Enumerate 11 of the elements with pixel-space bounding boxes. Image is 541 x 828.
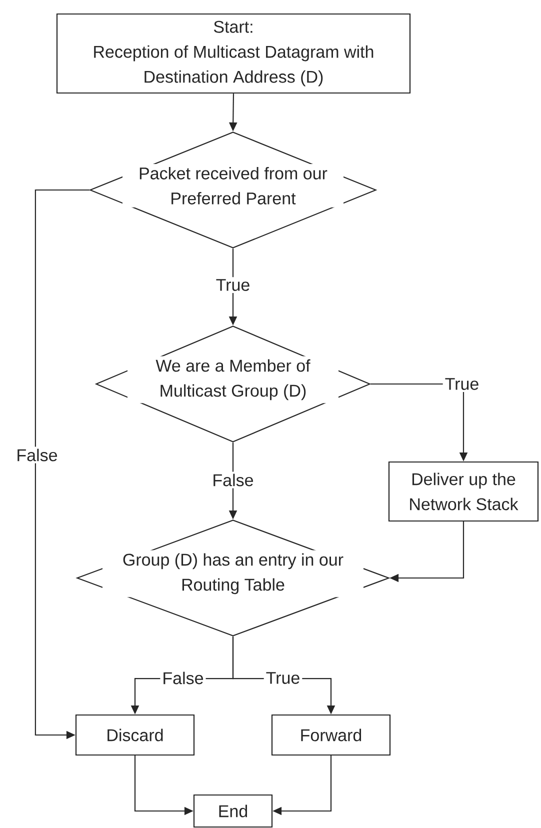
edge-label: True xyxy=(264,670,302,686)
process-box: Forward xyxy=(271,714,391,756)
process-box: Start: Reception of Multicast Datagram with Destination Address (D) xyxy=(56,13,411,94)
process-box: Deliver up the Network Stack xyxy=(388,461,539,522)
edge-label: False xyxy=(160,670,206,686)
process-box: End xyxy=(193,794,273,828)
edge-label: False xyxy=(210,472,256,488)
edge-label: False xyxy=(14,446,60,464)
edge-label: True xyxy=(214,277,252,293)
edge-label: True xyxy=(442,376,482,392)
process-box: Discard xyxy=(75,714,195,756)
